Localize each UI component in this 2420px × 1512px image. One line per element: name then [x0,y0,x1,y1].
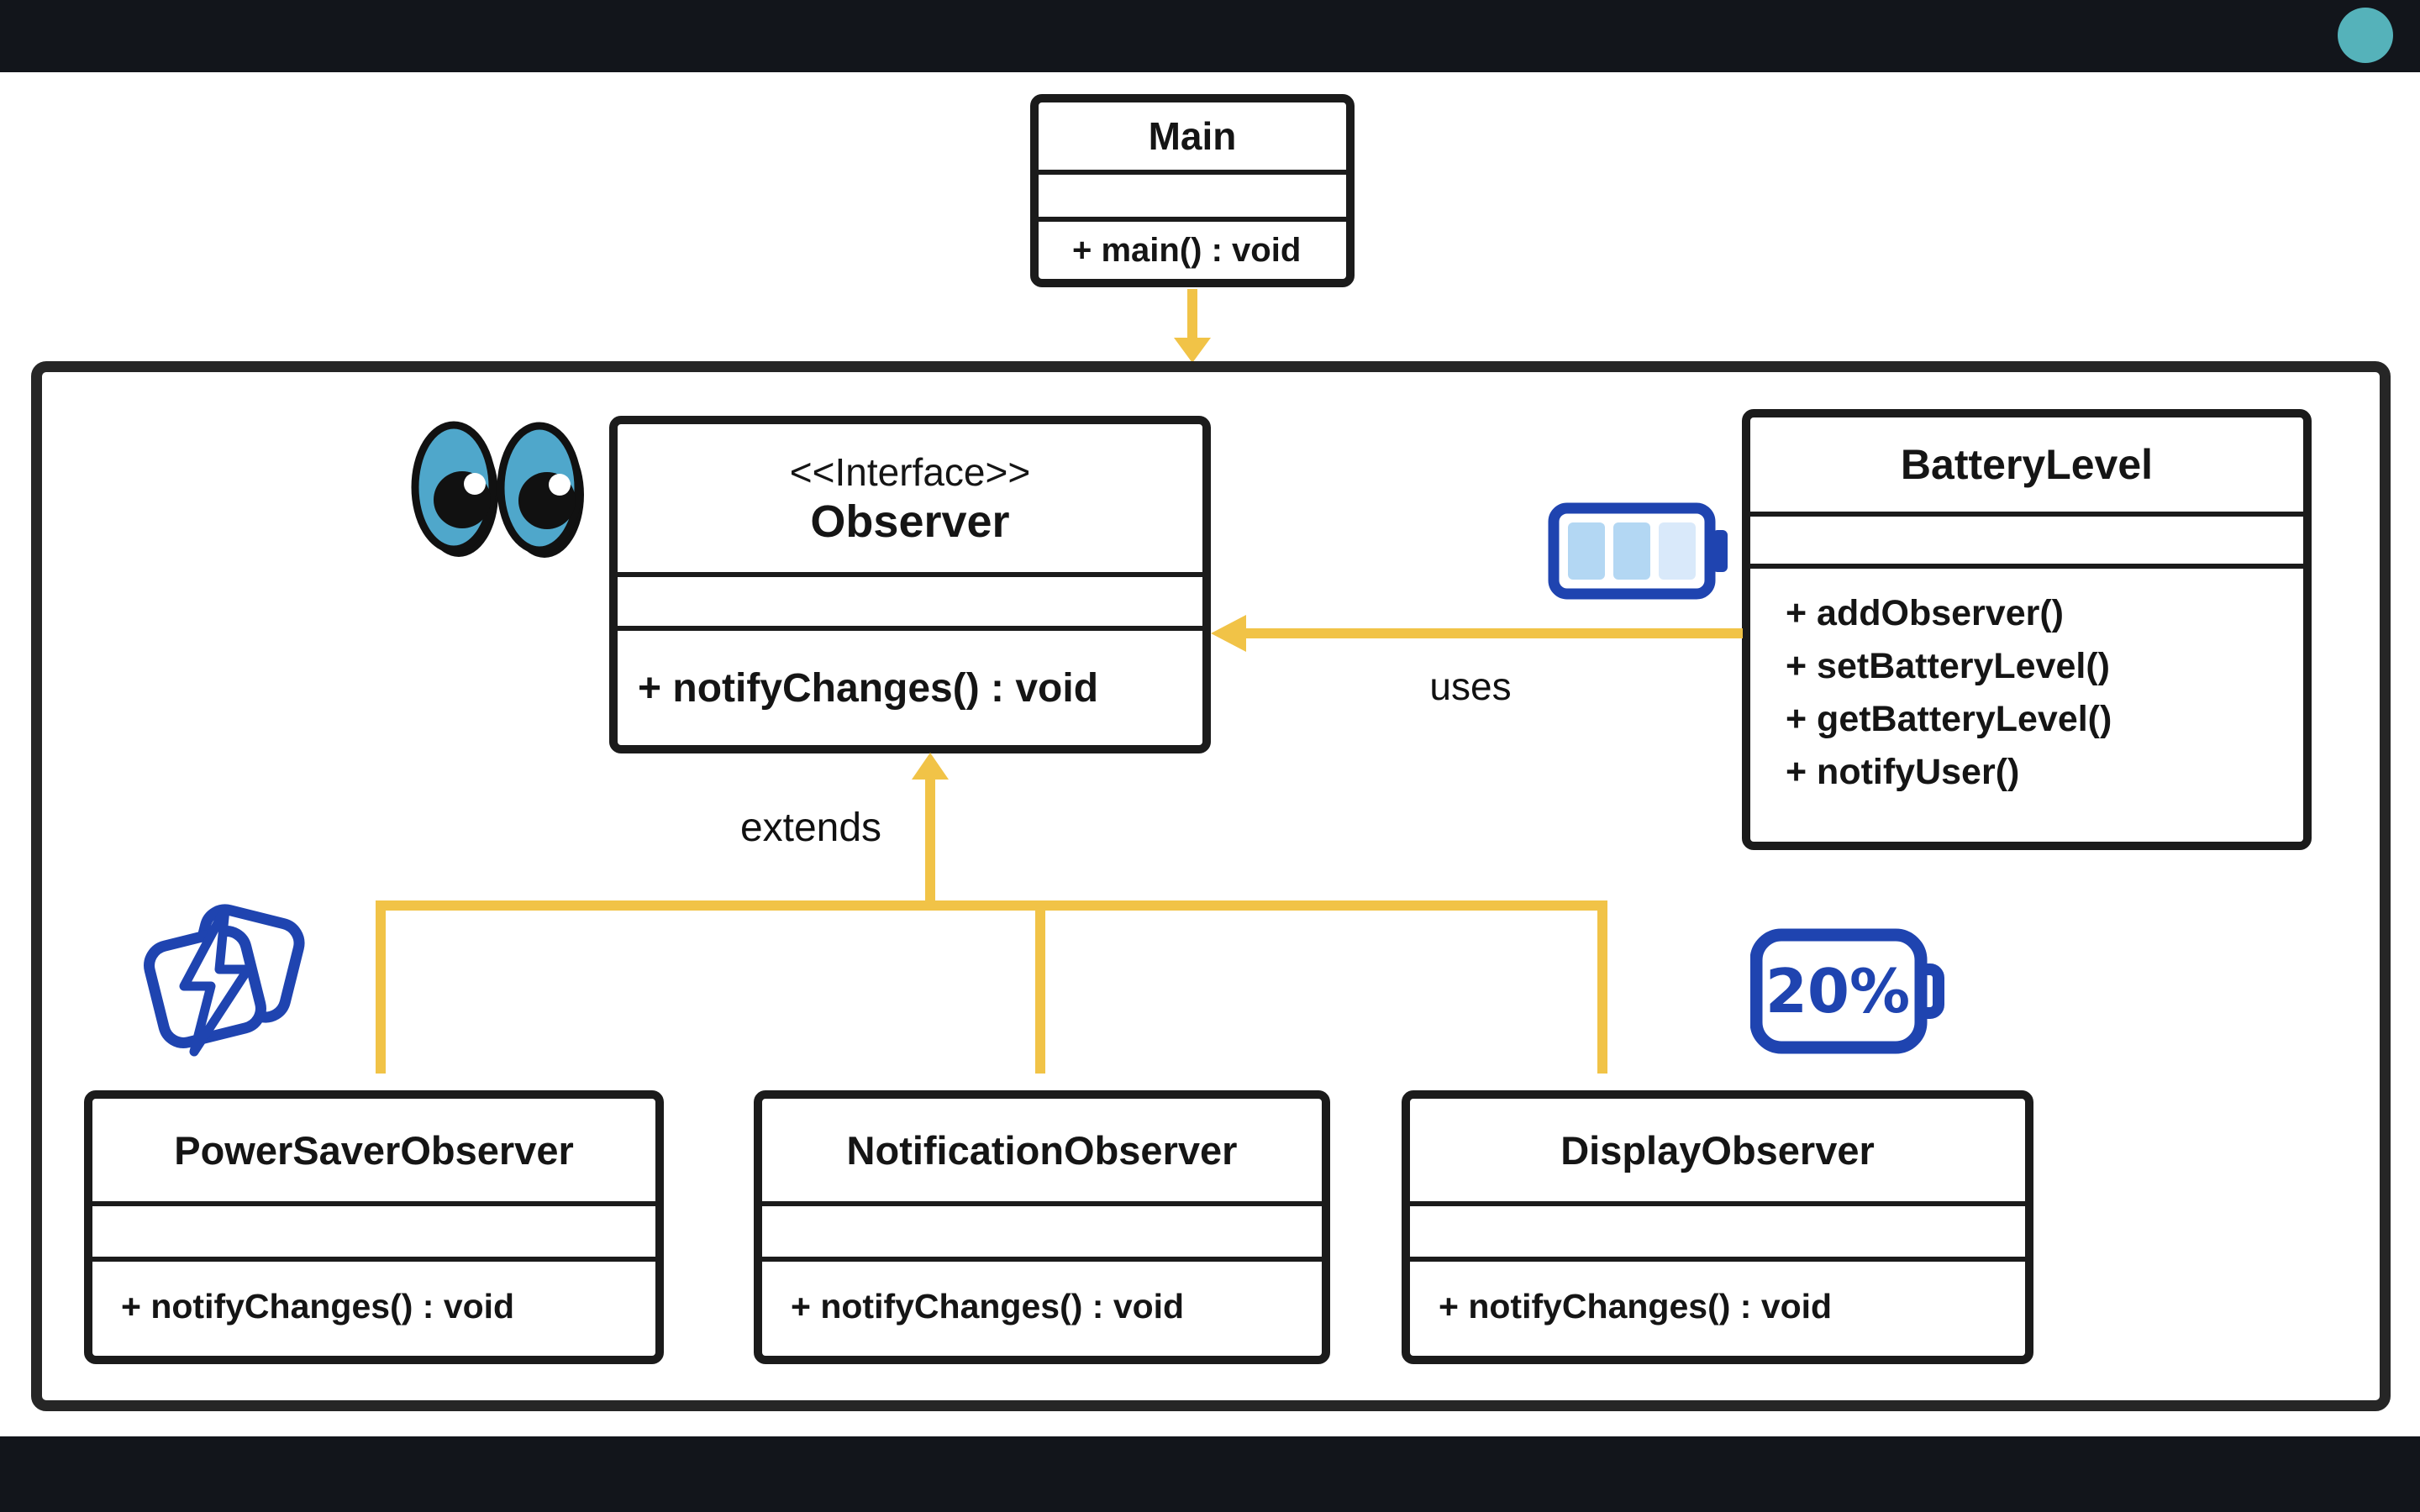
class-box-displayobserver: DisplayObserver + notifyChanges() : void [1402,1090,2033,1364]
arrow-up-icon [912,753,949,780]
lightning-icon [144,904,305,1057]
arrow-left-icon [1211,615,1246,652]
arrow-down-icon [1174,338,1211,363]
extends-arrow-shaft [925,778,935,904]
class-title: Main [1148,114,1237,158]
method-label: + main() : void [1072,231,1302,269]
inheritance-drop-line-right [1597,909,1607,1074]
method-label: + addObserver() [1786,593,2064,633]
top-letterbox-bar [0,0,2420,72]
attributes-compartment [1410,1201,2025,1257]
attributes-compartment [92,1201,655,1257]
class-box-powersaverobserver: PowerSaverObserver + notifyChanges() : v… [84,1090,664,1364]
method-label: + notifyChanges() : void [121,1286,515,1326]
class-title: Observer [810,496,1010,547]
method-label: + getBatteryLevel() [1786,699,2112,739]
inheritance-drop-line-middle [1035,909,1045,1074]
uses-label: uses [1429,664,1512,708]
window-indicator-circle[interactable] [2338,8,2393,63]
uses-arrow-shaft [1245,628,1743,638]
class-box-batterylevel: BatteryLevel + addObserver() + setBatter… [1742,409,2312,850]
class-box-observer: <<Interface>> Observer + notifyChanges()… [609,416,1211,753]
method-label: + notifyChanges() : void [638,665,1099,711]
eyes-icon [411,421,584,558]
battery-20-icon: 20% [1750,928,1944,1054]
main-dependency-arrow-shaft [1187,289,1197,341]
class-box-notificationobserver: NotificationObserver + notifyChanges() :… [754,1090,1330,1364]
inheritance-drop-line-left [376,909,386,1074]
class-title: DisplayObserver [1560,1127,1875,1173]
class-title: PowerSaverObserver [174,1127,574,1173]
method-label: + notifyChanges() : void [1439,1286,1833,1326]
attributes-compartment [1039,170,1346,217]
inheritance-trunk-line [376,900,1607,911]
attributes-compartment [618,572,1202,626]
class-box-main: Main + main() : void [1030,94,1355,287]
attributes-compartment [762,1201,1322,1257]
class-title: NotificationObserver [846,1127,1238,1173]
class-title: BatteryLevel [1900,441,2154,488]
bottom-letterbox-bar [0,1436,2420,1512]
extends-label: extends [739,806,882,850]
interface-stereotype: <<Interface>> [789,450,1031,494]
attributes-compartment [1750,512,2303,564]
method-label: + notifyUser() [1786,752,2020,792]
method-label: + setBatteryLevel() [1786,646,2110,686]
method-label: + notifyChanges() : void [791,1286,1185,1326]
battery-full-icon [1548,502,1728,600]
battery-percentage-text: 20% [1765,956,1910,1026]
